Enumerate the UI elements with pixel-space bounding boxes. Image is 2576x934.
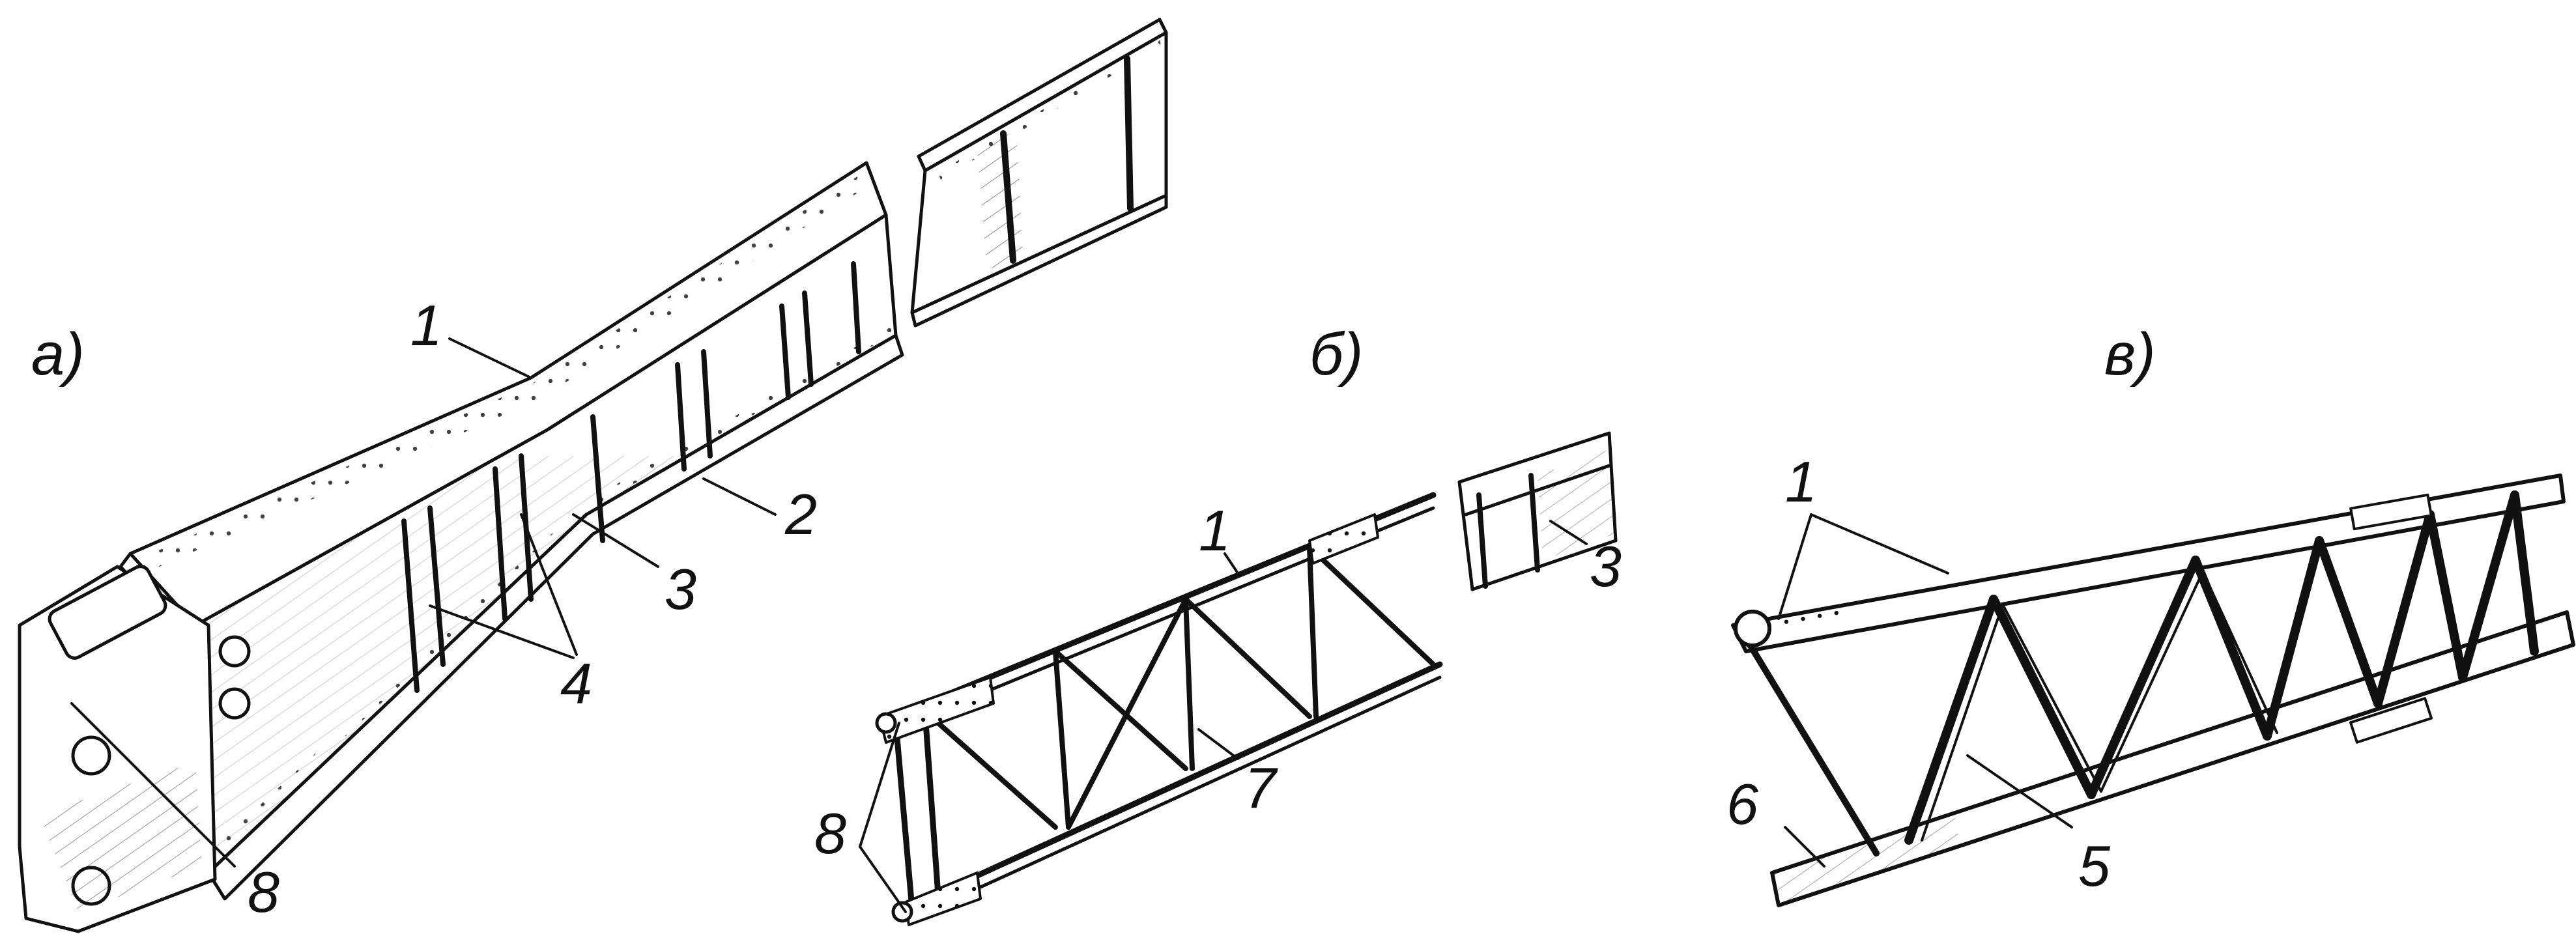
callout-v-5: 5 — [2078, 834, 2111, 898]
callout-b-3: 3 — [1590, 534, 1622, 599]
panel-a-box-girder-drawing — [18, 18, 1168, 933]
truss-web-members — [1904, 490, 2539, 845]
callout-a-4: 4 — [560, 651, 592, 716]
callout-a-3: 3 — [665, 557, 696, 621]
panel-b-callouts: 1 3 7 8 — [814, 498, 1622, 913]
boom-end-section — [910, 18, 1168, 328]
callout-a-2: 2 — [784, 482, 817, 546]
rivet-rows — [137, 171, 894, 855]
lattice-members — [936, 545, 1436, 830]
panel-label-b: б) — [1309, 321, 1363, 388]
panel-label-v: в) — [2104, 321, 2156, 388]
callout-b-1: 1 — [1199, 498, 1231, 563]
callout-a-8: 8 — [248, 860, 279, 924]
panel-v-callouts: 1 5 6 — [1726, 449, 2111, 898]
panel-b-lattice-boom-drawing — [875, 431, 1618, 926]
callout-v-1: 1 — [1785, 449, 1817, 514]
callout-a-1: 1 — [410, 293, 442, 358]
panel-label-a: а) — [31, 321, 85, 388]
lattice-end-section — [1457, 431, 1618, 591]
callout-b-8: 8 — [814, 801, 846, 866]
callout-b-7: 7 — [1244, 756, 1278, 820]
bottom-flange — [207, 333, 904, 901]
gusset-plates — [1771, 493, 2433, 744]
callout-v-6: 6 — [1726, 772, 1758, 836]
panel-a-callouts: 1 2 3 4 8 — [70, 293, 817, 924]
end-connection-plates — [875, 513, 1379, 926]
panel-v-truss-boom-drawing — [1731, 474, 2575, 907]
